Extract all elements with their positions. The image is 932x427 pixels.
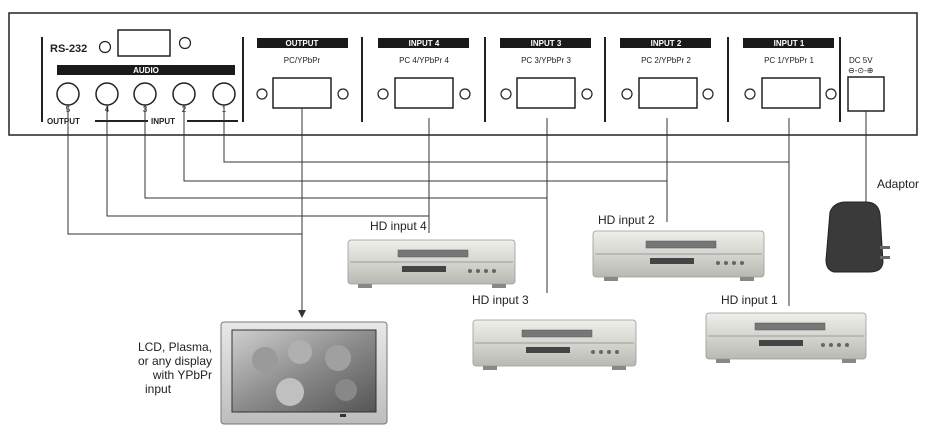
adaptor-label: Adaptor — [877, 177, 919, 191]
video-port-input3-connector — [516, 77, 576, 109]
dc-label: DC 5V — [849, 56, 873, 65]
video-port-input4-header: INPUT 4 — [409, 39, 440, 48]
cable-audio-3 — [144, 105, 547, 199]
device-hd2 — [592, 230, 765, 281]
display-caption-line-3: with YPbPr — [152, 368, 212, 382]
video-port-input4-sub: PC 4/YPbPr 4 — [399, 56, 449, 65]
cable-audio-output — [67, 105, 302, 235]
device-hd2-label: HD input 2 — [598, 213, 655, 227]
device-hd4-label: HD input 4 — [370, 219, 427, 233]
video-port-output-header: OUTPUT — [286, 39, 319, 48]
arrow-down-icon — [298, 310, 306, 318]
display-caption-line-2: or any display — [138, 354, 212, 368]
adaptor-icon — [825, 201, 890, 273]
video-port-input3-sub: PC 3/YPbPr 3 — [521, 56, 571, 65]
device-hd1 — [705, 312, 867, 363]
video-port-input2: INPUT 2 PC 2/YPbPr 2 — [620, 38, 714, 109]
video-port-input2-sub: PC 2/YPbPr 2 — [641, 56, 691, 65]
video-port-input3: INPUT 3 PC 3/YPbPr 3 — [500, 38, 593, 109]
video-port-input1-connector — [761, 77, 821, 109]
video-port-input1: INPUT 1 PC 1/YPbPr 1 — [743, 38, 837, 109]
video-port-input4-connector — [394, 77, 454, 109]
audio-output-label: OUTPUT — [47, 117, 80, 126]
video-port-input2-header: INPUT 2 — [651, 39, 682, 48]
rs232-screw-right — [178, 36, 192, 50]
rear-panel: RS-232 AUDIO 5 4 3 2 1 OUTPUT INPUT OUTP… — [8, 12, 918, 136]
device-hd4 — [347, 239, 516, 288]
cable-audio-4 — [106, 105, 429, 217]
dc-polarity-icon: ⊖-⊙-⊕ — [848, 66, 873, 75]
display-device — [220, 321, 388, 425]
rs232-port — [117, 29, 171, 57]
rs232-screw-left — [98, 40, 112, 54]
display-caption-line-4: input — [145, 382, 172, 396]
video-port-output-sub: PC/YPbPr — [284, 56, 321, 65]
video-port-input3-header: INPUT 3 — [531, 39, 562, 48]
device-hd3 — [472, 319, 637, 370]
audio-header-bar — [57, 65, 235, 75]
video-port-input4: INPUT 4 PC 4/YPbPr 4 — [377, 38, 471, 109]
display-caption-line-1: LCD, Plasma, — [138, 340, 212, 354]
device-hd1-label: HD input 1 — [721, 293, 778, 307]
video-port-input1-header: INPUT 1 — [774, 39, 805, 48]
cable-audio-1 — [223, 105, 789, 163]
device-hd3-label: HD input 3 — [472, 293, 529, 307]
display-caption: LCD, Plasma, or any display with YPbPr i… — [138, 340, 212, 396]
rs232-label: RS-232 — [50, 43, 87, 55]
video-port-input2-connector — [638, 77, 698, 109]
cable-audio-2 — [183, 105, 667, 182]
audio-input-label: INPUT — [151, 117, 175, 126]
cables — [67, 105, 867, 318]
audio-label: AUDIO — [133, 66, 159, 75]
video-port-input1-sub: PC 1/YPbPr 1 — [764, 56, 814, 65]
